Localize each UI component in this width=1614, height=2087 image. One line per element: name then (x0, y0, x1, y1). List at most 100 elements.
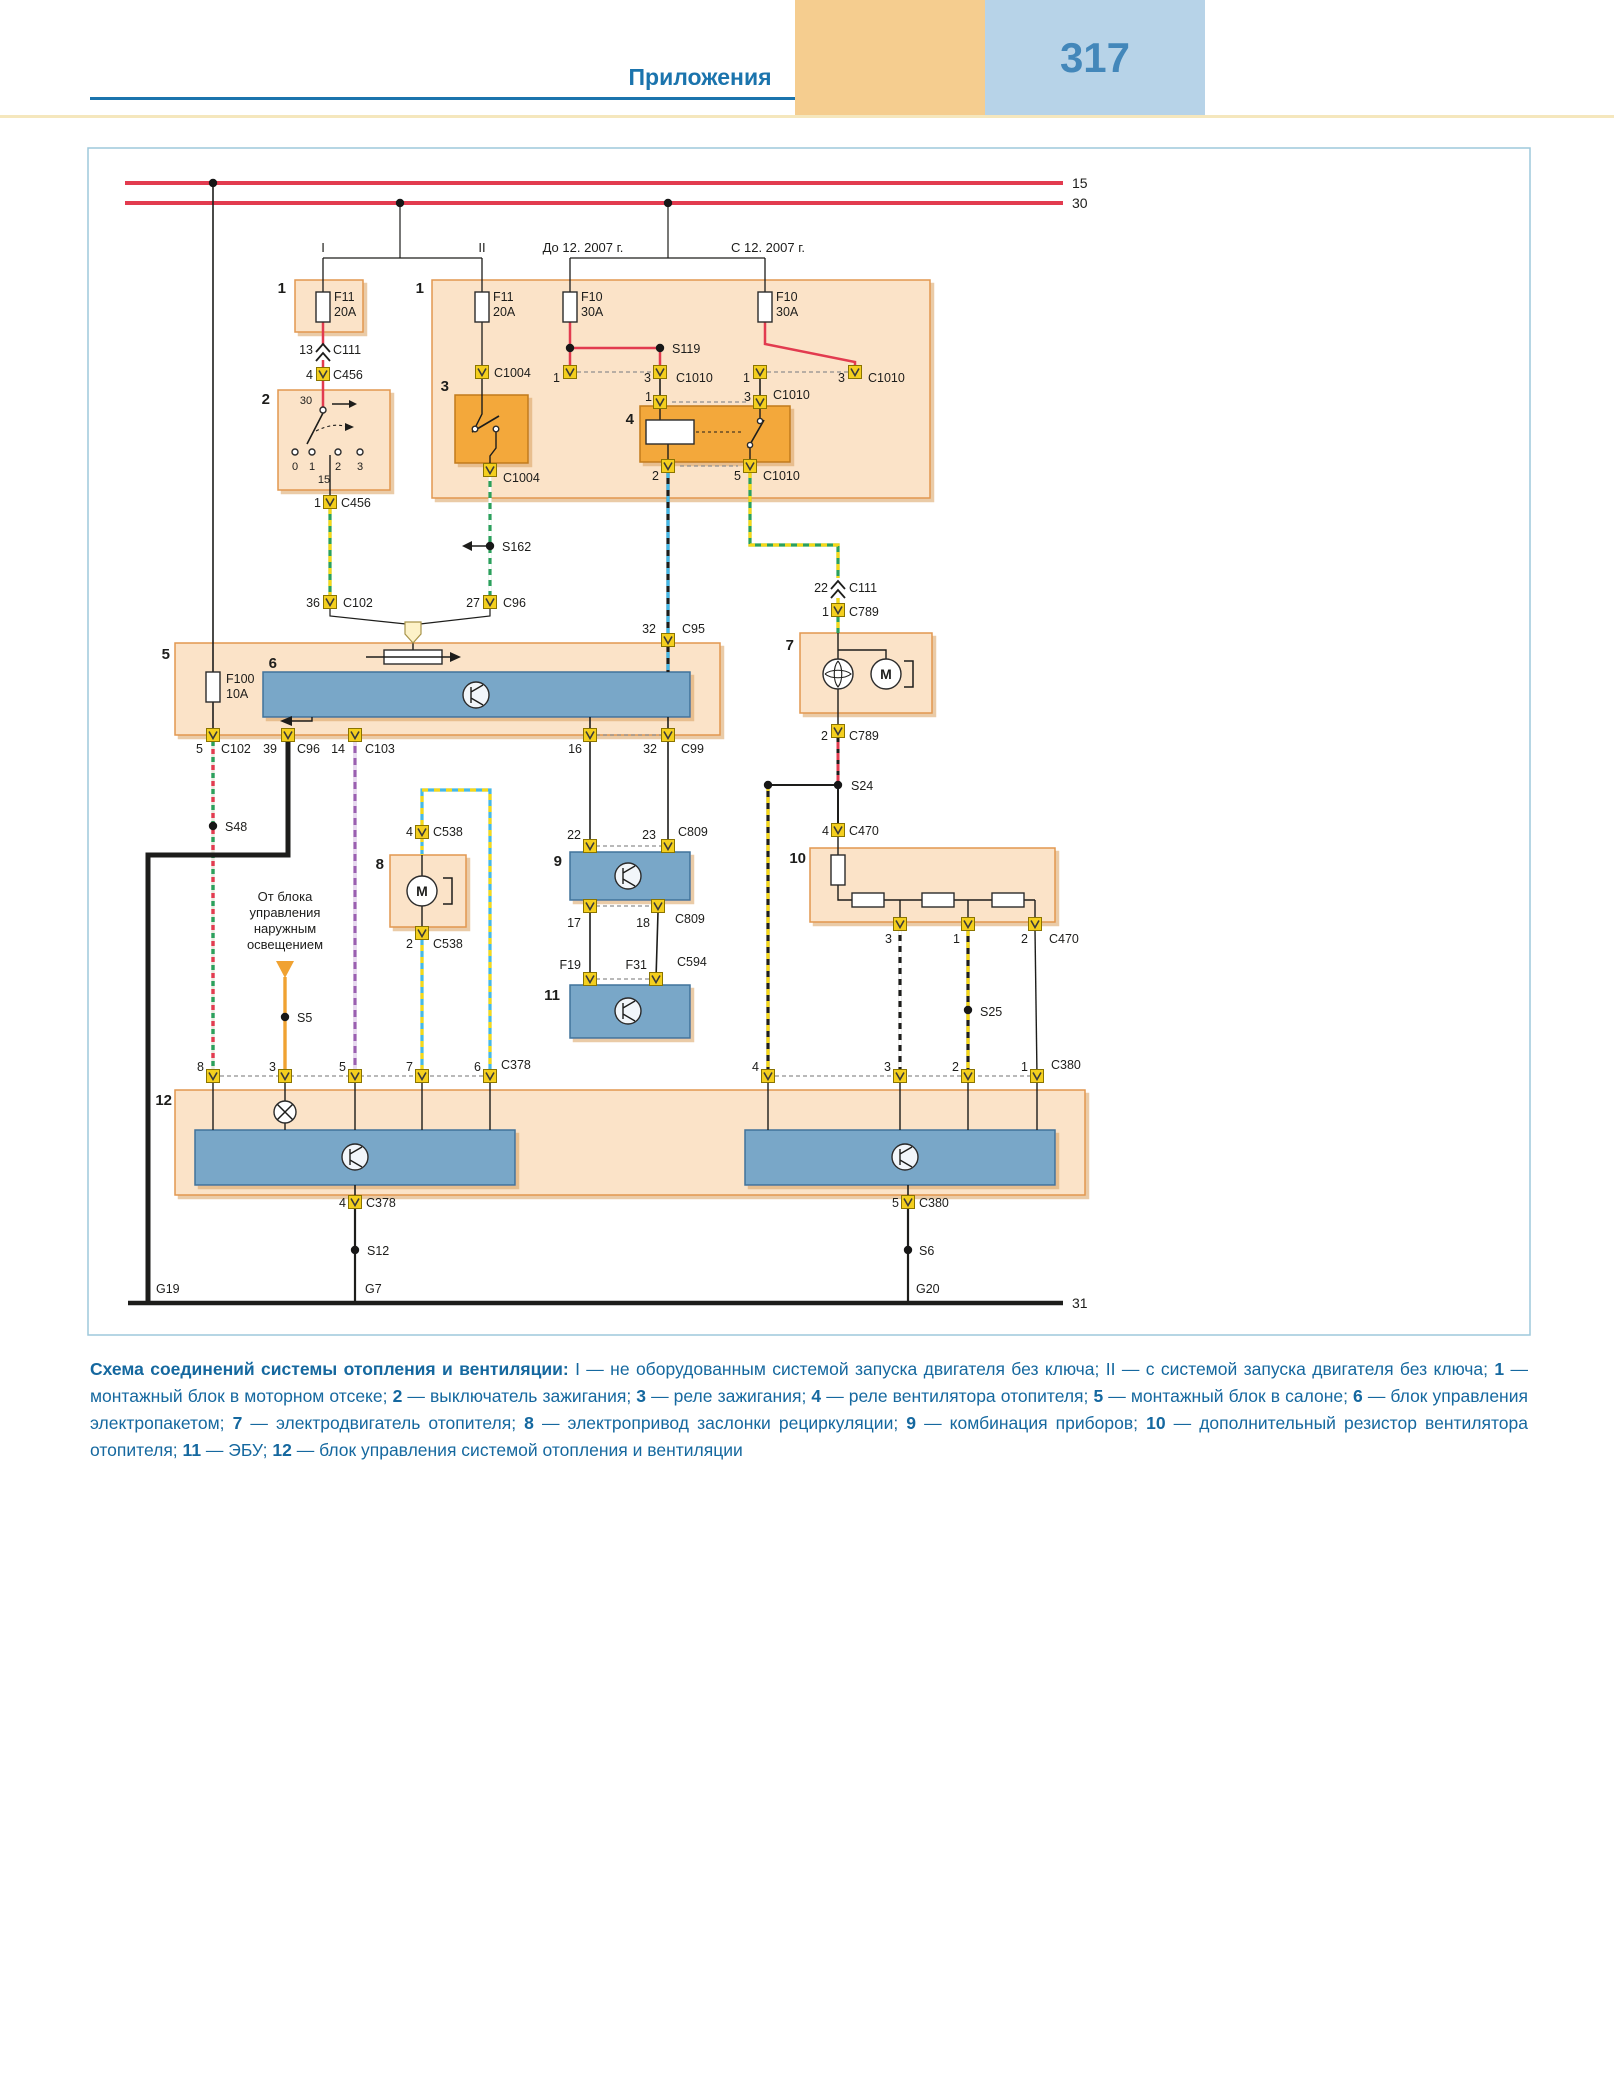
diagram-label: C103 (365, 742, 395, 756)
caption-term: 10 (1146, 1413, 1166, 1434)
diagram-label: C470 (849, 824, 879, 838)
symbol-detail (904, 660, 914, 688)
caption-segment: — выключатель зажигания; (402, 1386, 637, 1407)
symbol-polygon (404, 621, 422, 644)
diagram-label: F11 (493, 290, 514, 304)
symbol-rect (757, 291, 773, 323)
diagram-label: С 12. 2007 г. (731, 240, 805, 255)
pin-chevron-icon (485, 466, 495, 476)
diagram-label: C99 (681, 742, 704, 756)
junction-dot (833, 780, 843, 790)
symbol-circle (319, 406, 327, 414)
wire (838, 649, 887, 659)
diagram-label: II (478, 240, 485, 255)
pin-chevron-icon (895, 920, 905, 930)
diagram-label: C594 (677, 955, 707, 969)
diagram-label: S162 (502, 540, 531, 554)
symbol-polygon (462, 541, 472, 551)
pin-chevron-icon (655, 398, 665, 408)
diagram-label: S5 (297, 1011, 312, 1025)
caption-segment: — реле зажигания; (646, 1386, 812, 1407)
diagram-label: 1 (953, 932, 960, 946)
pin-chevron-icon (325, 498, 335, 508)
pin-chevron-icon (325, 598, 335, 608)
pin-chevron-icon (663, 636, 673, 646)
diagram-label: 5 (892, 1196, 899, 1210)
diagram-label: 4 (752, 1060, 759, 1074)
pin-chevron-icon (477, 368, 487, 378)
symbol-detail (622, 1000, 636, 1022)
caption-segment: — электродвигатель отопителя; (242, 1413, 525, 1434)
caption-segment: — монтажный блок в моторном отсеке; (90, 1359, 1528, 1407)
diagram-label: 1 (278, 280, 286, 297)
symbol-circle (822, 658, 854, 690)
diagram-label: 22 (567, 828, 581, 842)
diagram-label: C809 (675, 912, 705, 926)
diagram-label: S24 (851, 779, 873, 793)
diagram-label: S48 (225, 820, 247, 834)
diagram-label: 8 (197, 1060, 204, 1074)
symbol-circle (341, 1143, 369, 1171)
symbol-circle (614, 997, 642, 1025)
pin-chevron-icon (833, 826, 843, 836)
diagram-label: M (416, 883, 428, 899)
symbol-detail (830, 579, 846, 599)
caption-segment: — монтажный блок в салоне; (1103, 1386, 1354, 1407)
diagram-label: C1010 (868, 371, 905, 385)
junction-dot (655, 343, 665, 353)
symbol-detail (315, 342, 331, 362)
diagram-label: 6 (474, 1060, 481, 1074)
symbol-polygon (276, 961, 294, 978)
wire (419, 608, 491, 625)
diagram-label: управления (250, 905, 321, 920)
symbol-detail (470, 684, 484, 706)
caption-segment: — блок управления электропакетом; (90, 1386, 1528, 1434)
diagram-label: F31 (625, 958, 647, 972)
caption-segment: I — не оборудованным системой запуска дв… (575, 1359, 1495, 1379)
diagram-label: 1 (553, 371, 560, 385)
diagram-border (87, 147, 1531, 1336)
wire (489, 431, 497, 466)
diagram-label: 12 (155, 1092, 172, 1109)
caption-segment: — ЭБУ; (201, 1440, 273, 1461)
diagram-label: M (880, 666, 892, 682)
diagram-label: 23 (642, 828, 656, 842)
pin-chevron-icon (585, 731, 595, 741)
diagram-label: C96 (503, 596, 526, 610)
diagram-label: 3 (838, 371, 845, 385)
diagram-label: 4 (406, 825, 413, 839)
diagram-label: 4 (306, 368, 313, 382)
diagram-label: 22 (814, 581, 828, 595)
junction-dot (903, 1245, 913, 1255)
caption-segment: — блок управления системой отопления и в… (291, 1440, 743, 1461)
diagram-label: 30 (1072, 195, 1088, 211)
diagram-label: 1 (743, 371, 750, 385)
diagram-label: 3 (269, 1060, 276, 1074)
diagram-label: C96 (297, 742, 320, 756)
diagram-label: 3 (441, 378, 449, 395)
pin-chevron-icon (663, 462, 673, 472)
diagram-label: 15 (318, 474, 330, 486)
diagram-label: C380 (1051, 1058, 1081, 1072)
diagram-label: 2 (335, 461, 341, 473)
symbol-circle (746, 441, 754, 449)
pin-chevron-icon (755, 368, 765, 378)
pin-chevron-icon (485, 598, 495, 608)
diagram-label: 3 (885, 932, 892, 946)
diagram-label: 30 (300, 395, 312, 407)
pin-chevron-icon (745, 462, 755, 472)
header-page-block: 317 (985, 0, 1205, 115)
pin-chevron-icon (350, 1198, 360, 1208)
diagram-label: C456 (333, 368, 363, 382)
wire (292, 717, 313, 722)
diagram-label: C470 (1049, 932, 1079, 946)
symbol-circle (471, 425, 479, 433)
junction-dot (280, 1012, 290, 1022)
wire (837, 885, 1035, 901)
caption-term: 8 (524, 1413, 534, 1434)
symbol-circle (291, 448, 299, 456)
junction-dot (663, 198, 673, 208)
symbol-circle (334, 448, 342, 456)
pin-chevron-icon (663, 731, 673, 741)
